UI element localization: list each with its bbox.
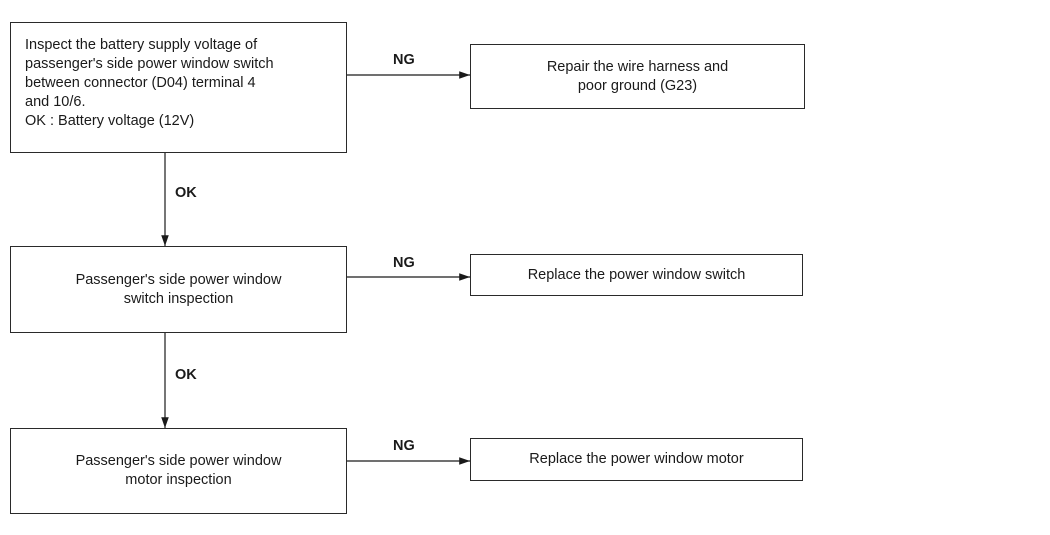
step-1-line-5: OK : Battery voltage (12V) (25, 113, 195, 129)
step-2-box: Passenger's side power window switch ins… (10, 246, 347, 333)
ng-label-1: NG (393, 52, 415, 68)
step-3-line-1: Passenger's side power window (75, 453, 282, 469)
ok-label-2: OK (175, 367, 197, 383)
ng-action-3-box: Replace the power window motor (470, 438, 803, 481)
step-2-line-1: Passenger's side power window (75, 271, 282, 288)
ng-action-2-box: Replace the power window switch (470, 254, 803, 296)
ok-label-1: OK (175, 185, 197, 201)
ng-label-3: NG (393, 438, 415, 454)
ng-action-1-line-1: Repair the wire harness and (546, 58, 729, 75)
step-3-box: Passenger's side power window motor insp… (10, 428, 347, 514)
ng-action-1-box: Repair the wire harness and poor ground … (470, 44, 805, 109)
ng-action-2-line-1: Replace the power window switch (527, 266, 746, 283)
step-1-line-1: Inspect the battery supply voltage of (25, 37, 258, 53)
step-1-line-4: and 10/6. (25, 94, 86, 110)
ng-action-1-line-2: poor ground (G23) (577, 77, 698, 94)
step-1-line-2: passenger's side power window switch (25, 56, 274, 72)
step-2-line-2: switch inspection (123, 290, 234, 307)
ng-label-2: NG (393, 255, 415, 271)
step-1-line-3: between connector (D04) terminal 4 (25, 75, 256, 91)
step-3-line-2: motor inspection (125, 472, 232, 488)
step-1-box: Inspect the battery supply voltage of pa… (10, 22, 347, 153)
ng-action-3-line-1: Replace the power window motor (529, 451, 744, 467)
